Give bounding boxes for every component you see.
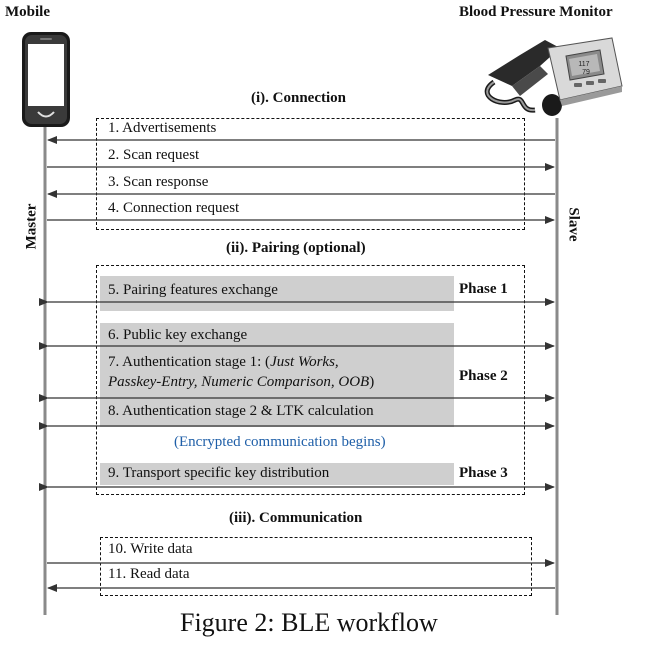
mobile-label: Mobile [5, 4, 50, 20]
step-7-methods-line2: Passkey-Entry, Numeric Comparison, OOB [108, 374, 370, 390]
pairing-box [96, 265, 525, 495]
step-7-label: 7. Authentication stage 1: (Just Works, … [108, 352, 374, 392]
blood-pressure-monitor-icon: 117 79 [484, 37, 623, 116]
slave-label: Slave [565, 207, 582, 242]
step-4-label: 4. Connection request [108, 200, 240, 216]
section-pairing-title: (ii). Pairing (optional) [226, 240, 366, 256]
step-8-label: 8. Authentication stage 2 & LTK calculat… [108, 403, 374, 419]
master-label: Master [23, 203, 40, 250]
step-7-suffix: ) [369, 374, 375, 390]
step-3-label: 3. Scan response [108, 174, 209, 190]
svg-text:79: 79 [582, 69, 590, 76]
step-11-label: 11. Read data [108, 566, 190, 582]
step-bar-6-8 [100, 323, 454, 427]
phase-3-label: Phase 3 [459, 465, 508, 481]
step-2-label: 2. Scan request [108, 147, 200, 163]
communication-box [100, 537, 532, 596]
step-10-label: 10. Write data [108, 541, 193, 557]
phase-2-label: Phase 2 [459, 368, 508, 384]
connection-box [96, 118, 525, 230]
svg-text:117: 117 [578, 61, 589, 68]
figure-caption: Figure 2: BLE workflow [180, 608, 438, 637]
step-5-label: 5. Pairing features exchange [108, 282, 278, 298]
monitor-label: Blood Pressure Monitor [459, 4, 613, 20]
encrypted-note: (Encrypted communication begins) [174, 434, 386, 450]
phase-1-label: Phase 1 [459, 281, 508, 297]
step-1-label: 1. Advertisements [108, 120, 217, 136]
section-communication-title: (iii). Communication [229, 510, 363, 526]
step-7-methods-line1: Just Works, [270, 354, 339, 370]
section-connection-title: (i). Connection [251, 90, 346, 106]
mobile-phone-icon [22, 32, 70, 127]
step-7-prefix: 7. Authentication stage 1: ( [108, 354, 271, 370]
step-9-label: 9. Transport specific key distribution [108, 465, 330, 481]
step-6-label: 6. Public key exchange [108, 327, 248, 343]
step-bar-9 [100, 463, 454, 485]
